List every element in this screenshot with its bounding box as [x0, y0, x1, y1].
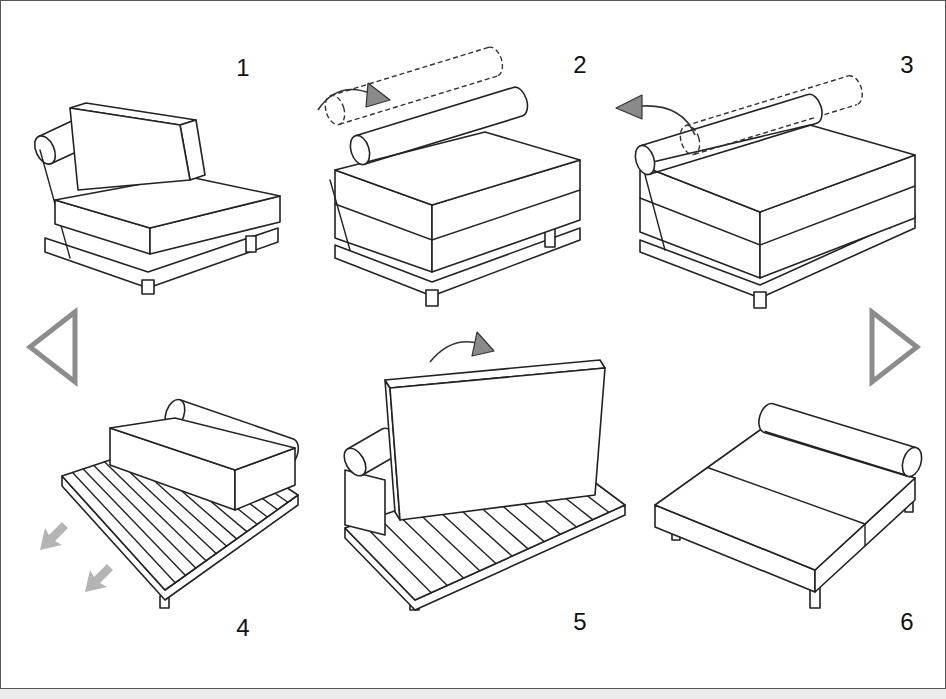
sofa-figure [616, 73, 915, 308]
bed-figure [655, 401, 925, 608]
step-number: 1 [236, 56, 249, 80]
nav-chevron [872, 312, 917, 382]
bottom-band [0, 689, 946, 699]
sofa-figure [40, 397, 302, 608]
chair-figure [31, 103, 280, 294]
sofa-figure [318, 45, 580, 306]
step-number: 2 [573, 53, 586, 77]
step-number: 3 [900, 53, 913, 77]
step-number: 6 [900, 610, 913, 634]
sofa-figure [340, 332, 625, 610]
step-number: 4 [236, 616, 249, 640]
step-number: 5 [573, 610, 586, 634]
nav-chevron [30, 312, 75, 382]
